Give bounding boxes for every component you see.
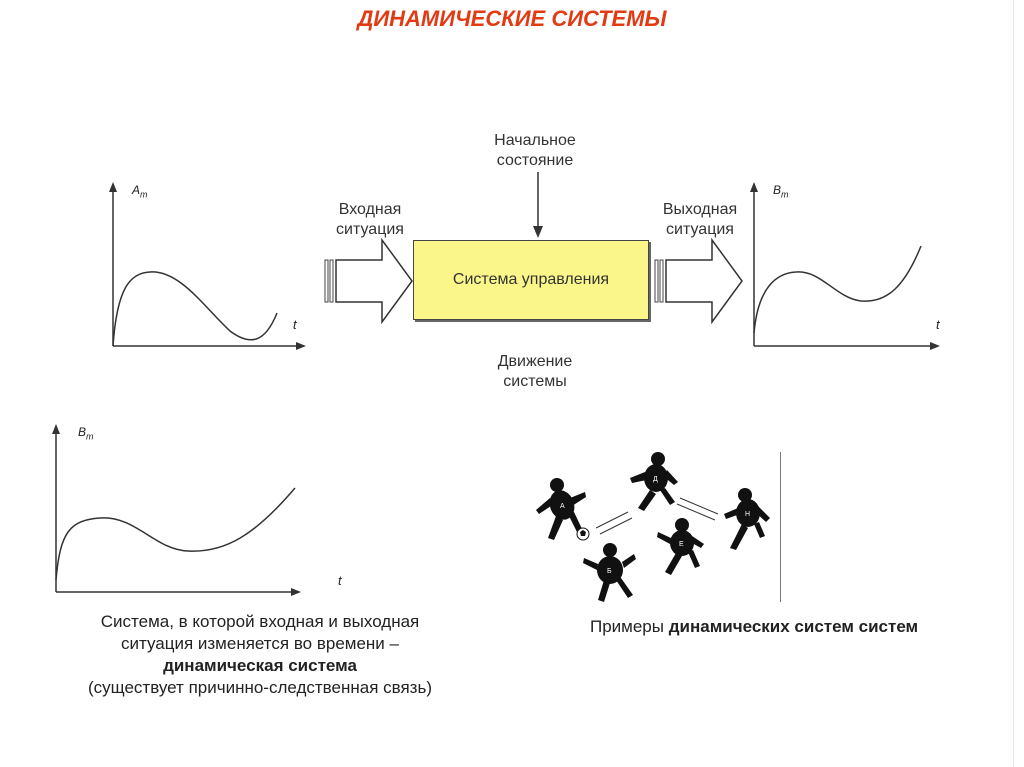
vertical-separator — [780, 452, 781, 602]
input-graph-y-label: Am — [132, 183, 148, 200]
player-label: Н — [745, 511, 750, 518]
bottom-graph — [52, 424, 301, 596]
input-arrow — [324, 238, 413, 324]
player-figure — [536, 478, 586, 540]
player-figure — [724, 488, 770, 550]
player-figure — [657, 518, 704, 575]
input-graph-x-arrow — [296, 342, 306, 350]
output-graph-x-label: t — [936, 317, 940, 332]
output-graph-x-arrow — [930, 342, 940, 350]
right-caption: Примеры динамических систем систем — [590, 617, 919, 636]
output-graph — [750, 182, 940, 350]
bottom-graph-y-arrow — [52, 424, 60, 434]
input-graph-y-arrow — [109, 182, 117, 192]
player-label: Е — [679, 541, 684, 548]
input-situation-label: Входная ситуация — [336, 201, 404, 238]
player-figure — [583, 543, 636, 602]
control-system-box: Система управления — [413, 240, 649, 320]
bottom-graph-x-arrow — [291, 588, 301, 596]
left-caption: Система, в которой входная и выходная си… — [88, 612, 432, 697]
output-graph-curve — [753, 245, 922, 334]
output-situation-label: Выходная ситуация — [662, 201, 738, 238]
output-graph-y-label: Bm — [773, 183, 789, 200]
input-graph — [109, 182, 306, 350]
slide-edge — [1013, 0, 1014, 767]
page-title: ДИНАМИЧЕСКИЕ СИСТЕМЫ — [357, 6, 667, 31]
initial-state-arrow — [533, 172, 543, 238]
initial-state-label: Начальное состояние — [494, 132, 576, 169]
bottom-graph-y-label: Bm — [78, 425, 94, 442]
ball-icon — [576, 527, 590, 541]
output-graph-y-arrow — [750, 182, 758, 192]
player-label: Б — [607, 568, 612, 575]
output-arrow — [654, 238, 743, 324]
system-motion-label: Движение системы — [497, 353, 573, 390]
soccer-players-illustration: А Д Б Е Н — [536, 452, 770, 602]
player-figure — [630, 452, 678, 511]
player-label: Д — [653, 476, 658, 483]
pass-arrows — [595, 497, 719, 535]
input-graph-x-label: t — [293, 317, 297, 332]
input-graph-curve — [112, 271, 278, 347]
bottom-graph-x-label: t — [338, 573, 342, 588]
player-label: А — [560, 503, 565, 510]
bottom-graph-curve — [55, 487, 296, 581]
